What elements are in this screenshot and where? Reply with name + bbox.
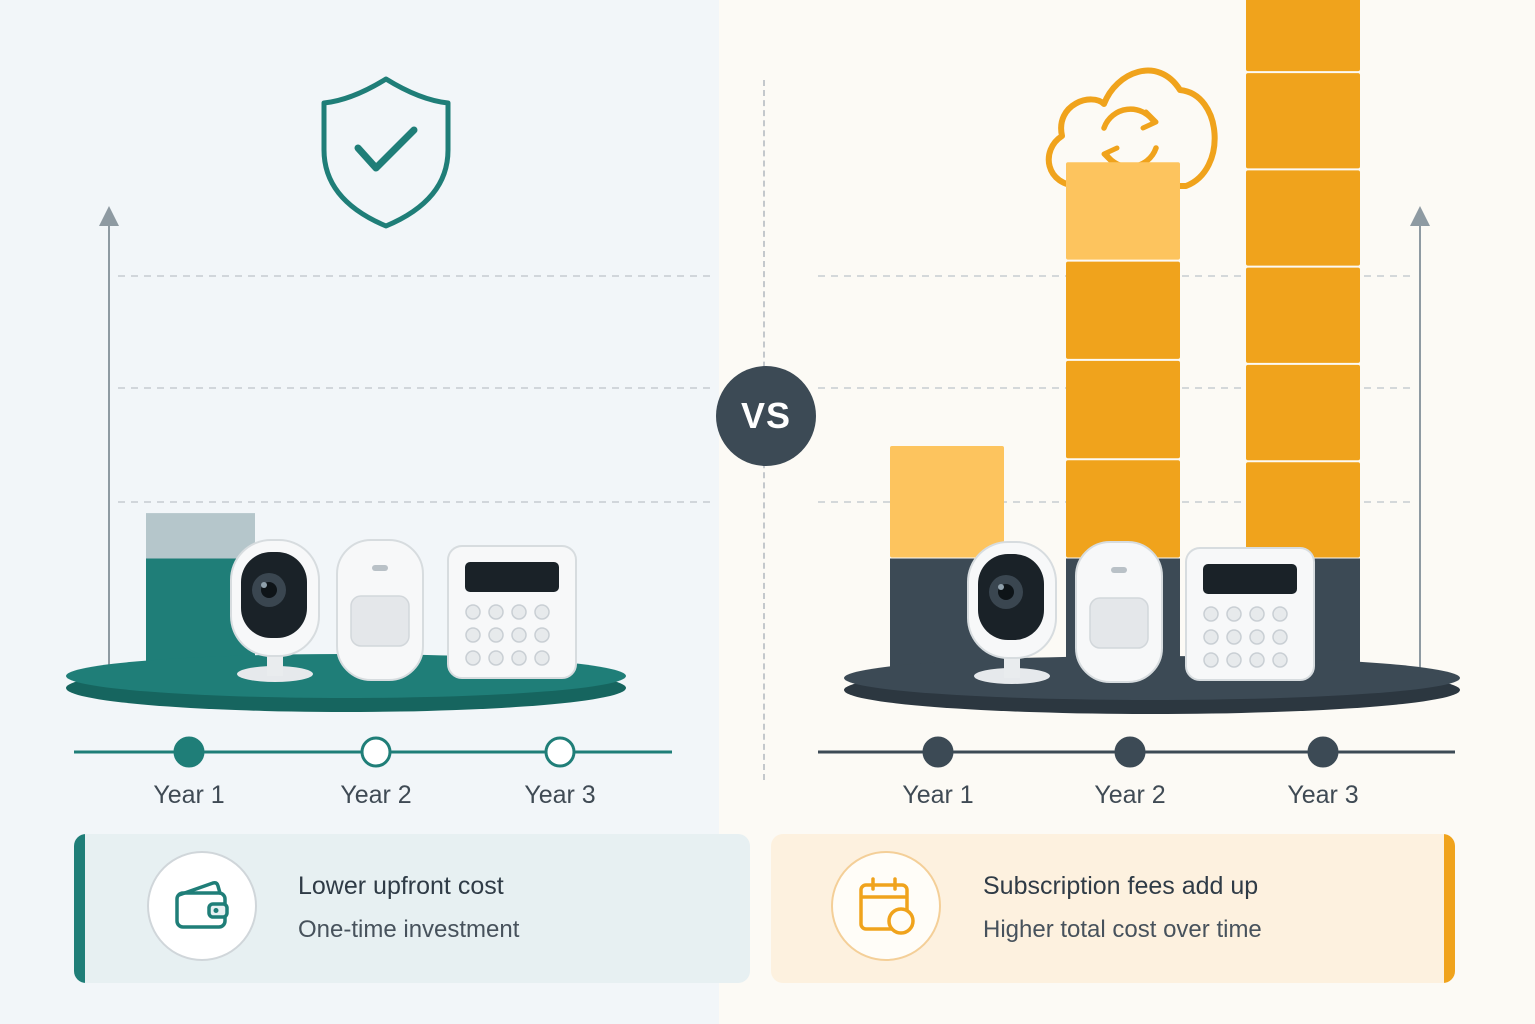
timeline-label-left-3: Year 3 <box>524 781 596 809</box>
keypad-left <box>447 545 577 679</box>
left-timeline <box>74 736 672 768</box>
timeline-label-right-3: Year 3 <box>1287 781 1359 809</box>
bar-right-bars-year-3-fee-block-3 <box>1246 267 1360 363</box>
timeline-marker-1 <box>173 736 205 768</box>
bar-left-bars-year-1-segment-2 <box>146 513 255 559</box>
timeline-label-right-1: Year 1 <box>902 781 974 809</box>
shield-check-icon <box>321 76 451 229</box>
vs-badge: VS <box>716 366 816 466</box>
card-subtitle: Higher total cost over time <box>983 916 1262 943</box>
bar-right-bars-year-2-fee-block-4 <box>1066 162 1180 260</box>
timeline-marker-3 <box>544 736 576 768</box>
card-accent-stripe <box>74 834 85 983</box>
calendar-icon-ring <box>831 851 941 961</box>
upfront-cost-card: Lower upfront cost One-time investment <box>74 834 750 983</box>
calendar-clock-icon <box>859 877 915 935</box>
timeline-marker-1 <box>922 736 954 768</box>
subscription-cost-card: Subscription fees add up Higher total co… <box>771 834 1455 983</box>
right-chart-axes <box>818 206 1430 680</box>
bar-right-bars-year-3-fee-block-2 <box>1246 364 1360 461</box>
card-subtitle: One-time investment <box>298 916 520 943</box>
timeline-marker-3 <box>1307 736 1339 768</box>
card-accent-stripe <box>1444 834 1455 983</box>
bar-right-bars-year-3-fee-block-5 <box>1246 73 1360 169</box>
keypad-right <box>1185 547 1315 681</box>
right-timeline <box>818 736 1455 768</box>
left-chart-axes <box>99 206 715 680</box>
timeline-label-left-2: Year 2 <box>340 781 412 809</box>
motion-sensor-left <box>336 539 424 681</box>
motion-sensor-right <box>1075 541 1163 683</box>
bar-right-bars-year-3-fee-block-1 <box>1246 462 1360 558</box>
timeline-label-right-2: Year 2 <box>1094 781 1166 809</box>
wallet-icon <box>175 881 229 929</box>
bar-right-bars-year-3-fee-block-4 <box>1246 170 1360 266</box>
bar-right-bars-year-2-fee-block-2 <box>1066 360 1180 459</box>
card-title: Subscription fees add up <box>983 872 1259 900</box>
timeline-marker-2 <box>1114 736 1146 768</box>
bar-right-bars-year-1-fee-block-1 <box>890 446 1004 558</box>
bar-right-bars-year-2-fee-block-3 <box>1066 261 1180 359</box>
wallet-icon-ring <box>147 851 257 961</box>
timeline-marker-2 <box>360 736 392 768</box>
timeline-label-left-1: Year 1 <box>153 781 225 809</box>
bar-right-bars-year-2-fee-block-1 <box>1066 460 1180 558</box>
bar-right-bars-year-3-fee-block-6 <box>1246 0 1360 72</box>
card-title: Lower upfront cost <box>298 872 504 900</box>
